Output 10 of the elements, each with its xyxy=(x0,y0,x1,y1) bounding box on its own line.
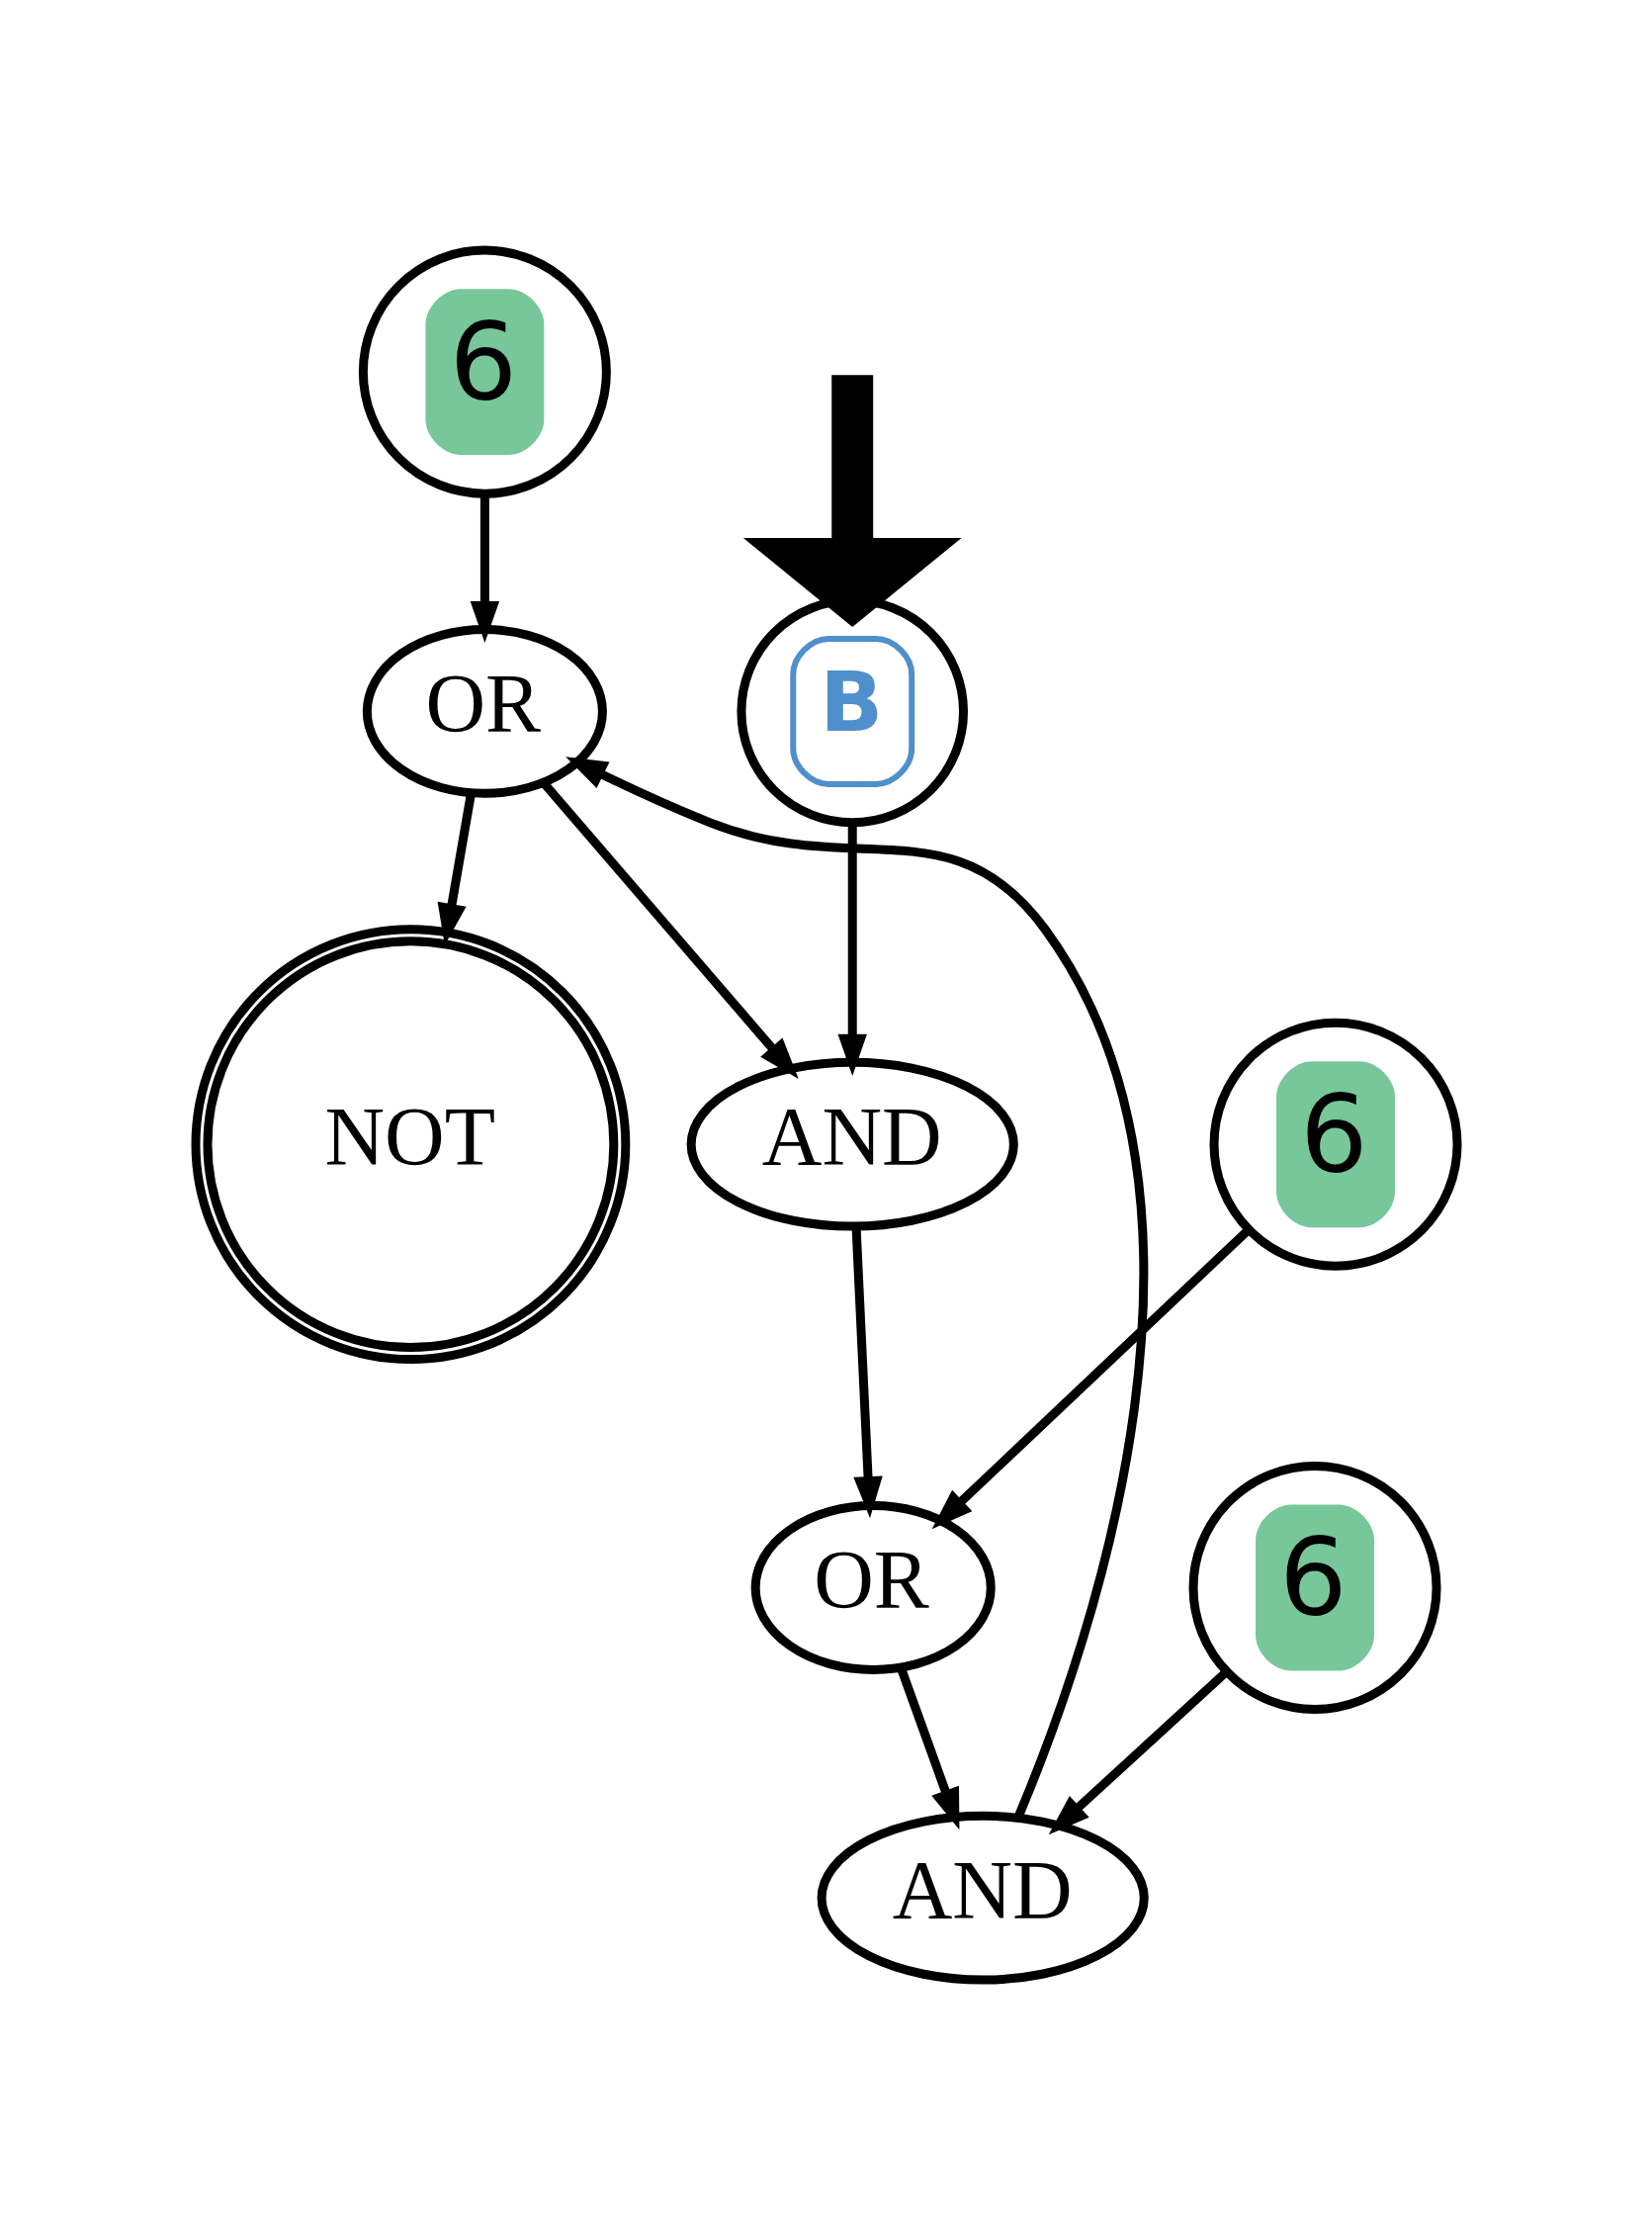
arrow xyxy=(742,375,962,628)
node-ellipse: OR xyxy=(750,1501,996,1674)
node-circle: 6 xyxy=(1188,1462,1441,1715)
node-ellipse: AND xyxy=(686,1057,1018,1231)
node-circle: 6 xyxy=(358,245,611,498)
node-ellipse: AND xyxy=(817,1811,1149,1985)
arrow xyxy=(1048,1668,1229,1835)
node-circle: 6 xyxy=(1209,1018,1462,1271)
node-circle: NOT xyxy=(191,925,630,1365)
arrow xyxy=(931,1226,1252,1530)
